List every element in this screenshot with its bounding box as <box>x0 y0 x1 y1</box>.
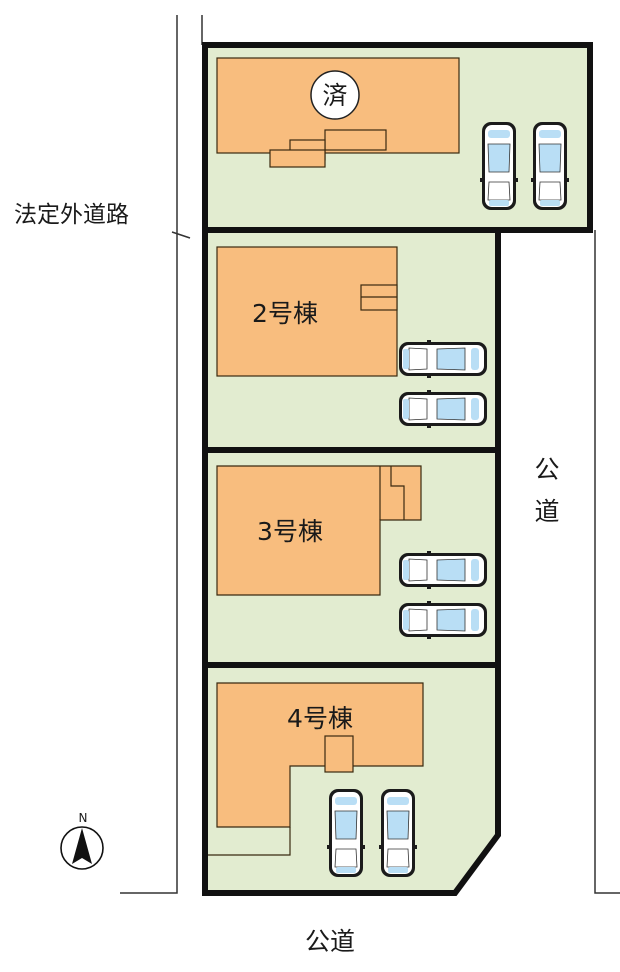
car-icon <box>378 788 418 878</box>
car-icon <box>398 550 488 590</box>
public-road-right-label-1: 公 <box>534 455 559 484</box>
sold-badge <box>310 70 360 120</box>
lot-4-label: 4号棟 <box>287 704 353 733</box>
building-4 <box>216 682 424 828</box>
lot-2-label: 2号棟 <box>252 299 318 328</box>
car-icon <box>398 600 488 640</box>
car-icon <box>326 788 366 878</box>
public-road-right-label-2: 道 <box>534 497 559 526</box>
building-2 <box>216 246 398 377</box>
car-icon <box>479 121 519 211</box>
sold-badge-text: 済 <box>322 81 347 110</box>
road-lines <box>120 15 620 894</box>
car-icon <box>398 339 488 379</box>
car-icon <box>398 389 488 429</box>
lot-2[interactable]: 2号棟 <box>202 227 501 453</box>
lot-1[interactable]: 済 <box>202 42 593 233</box>
lot-3-label: 3号棟 <box>257 517 323 546</box>
north-compass-icon: N <box>60 811 104 870</box>
lot-4[interactable]: 4号棟 <box>202 662 501 896</box>
car-icon <box>530 121 570 211</box>
public-road-bottom-label: 公道 <box>305 927 355 956</box>
private-road-label: 法定外道路 <box>14 202 129 228</box>
lot-3[interactable]: 3号棟 <box>202 447 501 668</box>
north-label: N <box>79 811 88 825</box>
